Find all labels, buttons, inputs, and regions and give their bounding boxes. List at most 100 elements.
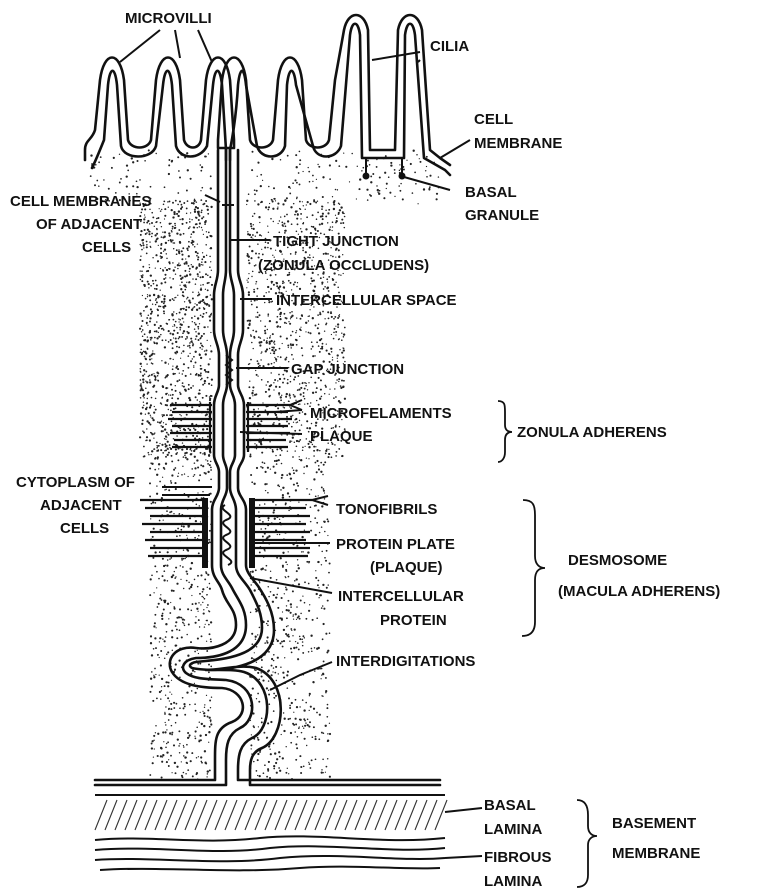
stipple-dot bbox=[188, 623, 190, 625]
stipple-dot bbox=[258, 726, 259, 727]
stipple-dot bbox=[367, 199, 369, 201]
stipple-dot bbox=[150, 578, 152, 580]
stipple-dot bbox=[189, 226, 191, 228]
stipple-dot bbox=[169, 612, 171, 614]
stipple-dot bbox=[297, 485, 299, 487]
stipple-dot bbox=[296, 440, 298, 442]
stipple-dot bbox=[151, 454, 152, 455]
stipple-dot bbox=[319, 339, 321, 341]
stipple-dot bbox=[173, 590, 175, 592]
stipple-dot bbox=[297, 642, 299, 644]
stipple-dot bbox=[263, 438, 264, 439]
stipple-dot bbox=[293, 284, 295, 286]
stipple-dot bbox=[169, 732, 171, 734]
stipple-dot bbox=[204, 350, 205, 351]
stipple-dot bbox=[184, 473, 185, 474]
stipple-dot bbox=[162, 558, 164, 560]
stipple-dot bbox=[189, 353, 190, 354]
stipple-dot bbox=[186, 152, 188, 154]
stipple-dot bbox=[287, 687, 289, 689]
stipple-dot bbox=[287, 382, 289, 384]
stipple-dot bbox=[192, 231, 194, 233]
stipple-dot bbox=[201, 227, 202, 228]
stipple-dot bbox=[148, 452, 150, 454]
stipple-dot bbox=[154, 406, 155, 407]
stipple-dot bbox=[156, 493, 158, 495]
stipple-dot bbox=[195, 323, 197, 325]
stipple-dot bbox=[167, 454, 169, 456]
stipple-dot bbox=[299, 151, 301, 153]
stipple-dot bbox=[166, 323, 168, 325]
stipple-dot bbox=[192, 603, 194, 605]
stipple-dot bbox=[181, 308, 182, 309]
stipple-dot bbox=[204, 452, 206, 454]
stipple-dot bbox=[202, 453, 203, 454]
stipple-dot bbox=[274, 697, 276, 699]
stipple-dot bbox=[259, 341, 261, 343]
stipple-dot bbox=[275, 666, 277, 668]
stipple-dot bbox=[195, 616, 196, 617]
stipple-dot bbox=[142, 242, 144, 244]
stipple-dot bbox=[288, 361, 289, 362]
stipple-dot bbox=[194, 474, 196, 476]
stipple-dot bbox=[166, 432, 168, 434]
stipple-dot bbox=[140, 349, 141, 350]
hatch-line bbox=[245, 800, 257, 830]
stipple-dot bbox=[164, 685, 166, 687]
label-desmosome-2: (MACULA ADHERENS) bbox=[558, 583, 720, 600]
stipple-dot bbox=[181, 449, 183, 451]
stipple-dot bbox=[142, 395, 144, 397]
stipple-dot bbox=[255, 370, 256, 371]
stipple-dot bbox=[290, 397, 292, 399]
stipple-dot bbox=[318, 465, 320, 467]
stipple-dot bbox=[145, 358, 147, 360]
stipple-dot bbox=[341, 339, 343, 341]
stipple-dot bbox=[283, 407, 285, 409]
stipple-dot bbox=[297, 223, 299, 225]
stipple-dot bbox=[265, 528, 267, 530]
stipple-dot bbox=[177, 156, 179, 158]
stipple-dot bbox=[321, 346, 323, 348]
stipple-dot bbox=[295, 253, 297, 255]
stipple-dot bbox=[142, 335, 144, 337]
stipple-dot bbox=[191, 317, 193, 319]
stipple-dot bbox=[270, 335, 271, 336]
stipple-dot bbox=[208, 624, 210, 626]
stipple-dot bbox=[161, 209, 162, 210]
stipple-dot bbox=[249, 381, 250, 382]
stipple-dot bbox=[141, 270, 143, 272]
stipple-dot bbox=[209, 358, 211, 360]
stipple-dot bbox=[161, 243, 163, 245]
stipple-dot bbox=[207, 371, 209, 373]
stipple-dot bbox=[260, 185, 262, 187]
stipple-dot bbox=[154, 748, 155, 749]
stipple-dot bbox=[276, 285, 278, 287]
stipple-dot bbox=[204, 261, 206, 263]
stipple-dot bbox=[282, 494, 284, 496]
stipple-dot bbox=[210, 261, 211, 262]
stipple-dot bbox=[276, 463, 278, 465]
stipple-dot bbox=[146, 381, 148, 383]
stipple-dot bbox=[281, 641, 283, 643]
stipple-dot bbox=[195, 730, 197, 732]
stipple-dot bbox=[299, 183, 301, 185]
stipple-dot bbox=[252, 416, 254, 418]
stipple-dot bbox=[176, 583, 178, 585]
stipple-dot bbox=[320, 471, 322, 473]
stipple-dot bbox=[210, 721, 211, 722]
stipple-dot bbox=[403, 168, 405, 170]
stipple-dot bbox=[183, 386, 185, 388]
hatch-line bbox=[335, 800, 347, 830]
stipple-dot bbox=[202, 397, 204, 399]
stipple-dot bbox=[279, 289, 280, 290]
stipple-dot bbox=[316, 179, 317, 180]
stipple-dot bbox=[175, 772, 177, 774]
stipple-dot bbox=[150, 635, 152, 637]
hatch-line bbox=[415, 800, 427, 830]
stipple-dot bbox=[150, 415, 151, 416]
hatch-line bbox=[145, 800, 157, 830]
stipple-dot bbox=[335, 160, 337, 162]
stipple-dot bbox=[261, 379, 263, 381]
stipple-dot bbox=[187, 428, 189, 430]
stipple-dot bbox=[195, 444, 197, 446]
